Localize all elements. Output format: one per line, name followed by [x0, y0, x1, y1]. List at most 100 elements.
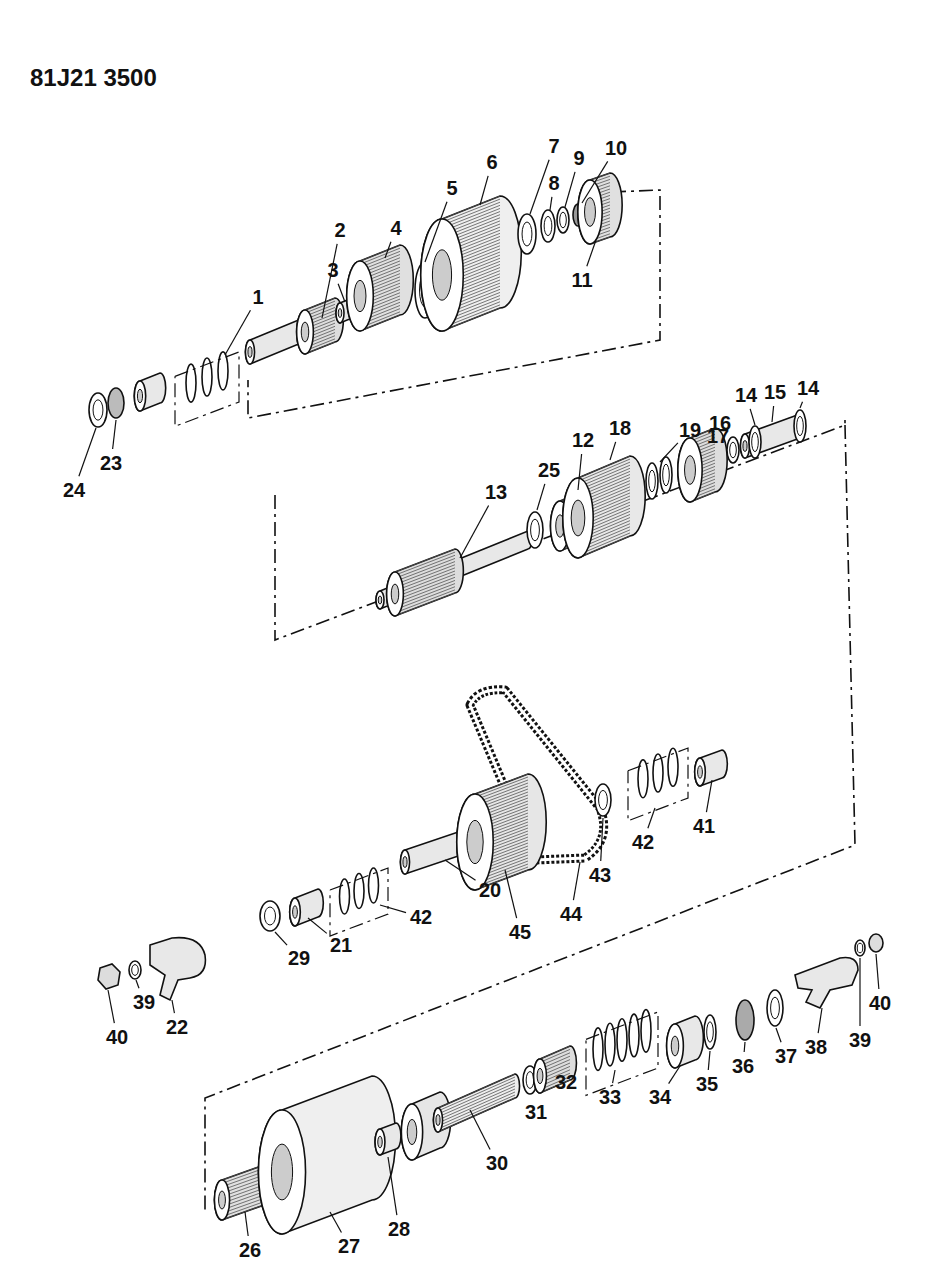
- callout-number: 6: [486, 152, 497, 172]
- cylinder-part: [667, 1016, 704, 1068]
- leader-line: [480, 176, 488, 205]
- callout-number: 22: [166, 1017, 188, 1037]
- cylinder-end: [375, 1129, 385, 1155]
- ring-part: [749, 426, 761, 458]
- callout-number: 31: [525, 1102, 547, 1122]
- callout-number: 39: [133, 992, 155, 1012]
- gear-teeth: [442, 196, 500, 219]
- leader-line: [308, 918, 327, 933]
- ring-part: [522, 222, 532, 246]
- cylinder-bore: [378, 1136, 382, 1148]
- ring-part: [855, 940, 865, 956]
- group-boundary: [586, 1012, 658, 1095]
- ring-part: [767, 990, 783, 1026]
- callout-number: 27: [338, 1236, 360, 1256]
- seal-ring: [218, 352, 228, 390]
- leader-line: [225, 310, 250, 355]
- seal-ring: [186, 364, 196, 402]
- cylinder-end: [258, 1110, 305, 1234]
- ring-part: [260, 901, 280, 931]
- callout-number: 38: [805, 1037, 827, 1057]
- callout-number: 40: [106, 1027, 128, 1047]
- leader-line: [275, 932, 287, 945]
- callout-number: 14: [735, 385, 757, 405]
- ring-part: [869, 934, 883, 952]
- callout-number: 36: [732, 1056, 754, 1076]
- cylinder-end: [457, 794, 493, 890]
- ring-part: [660, 457, 672, 493]
- cylinder-end: [245, 340, 254, 364]
- ring-part: [857, 943, 863, 953]
- leader-line: [172, 1000, 174, 1013]
- leader-line: [706, 780, 712, 812]
- cylinder-end: [401, 1104, 422, 1160]
- leader-line: [776, 1028, 781, 1042]
- leader-line: [708, 1051, 710, 1070]
- cylinder-end: [421, 219, 464, 331]
- leader-line: [744, 1042, 746, 1052]
- ring-part: [265, 907, 276, 925]
- callout-number: 29: [288, 948, 310, 968]
- drawing-number: 81J21 3500: [30, 66, 157, 90]
- cylinder-part: [457, 774, 546, 890]
- leader-line: [245, 1212, 248, 1236]
- cylinder-bore: [293, 906, 298, 919]
- cylinder-bore: [354, 280, 366, 312]
- nut: [98, 964, 120, 989]
- ring-part: [544, 216, 552, 235]
- cylinder-end: [400, 850, 409, 874]
- gear-teeth: [305, 298, 335, 310]
- group-boundary: [175, 352, 239, 426]
- cylinder-part: [258, 1076, 395, 1234]
- callout-number: 44: [560, 904, 582, 924]
- cylinder-end: [695, 758, 706, 786]
- callout-number: 21: [330, 935, 352, 955]
- ring-part: [557, 207, 569, 233]
- callout-number: 19: [679, 420, 701, 440]
- cylinder-end: [433, 1108, 442, 1132]
- leader-line: [380, 905, 406, 913]
- ring-part: [663, 464, 670, 486]
- callout-number: 37: [775, 1046, 797, 1066]
- leader-line: [470, 1110, 490, 1149]
- leader-line: [648, 808, 655, 828]
- ring-part: [527, 512, 543, 548]
- ring-part: [129, 961, 141, 979]
- gear-teeth: [475, 777, 528, 797]
- group-boundary: [330, 868, 388, 936]
- leader-line: [610, 442, 616, 460]
- cylinder-bore: [585, 198, 596, 227]
- callout-number: 13: [485, 482, 507, 502]
- seal-ring: [202, 358, 212, 396]
- callout-number: 24: [63, 480, 85, 500]
- callout-number: 9: [573, 148, 584, 168]
- leader-line: [660, 443, 678, 462]
- leader-line: [505, 870, 517, 918]
- ring-part: [649, 470, 656, 492]
- leader-line: [573, 862, 580, 900]
- leader-line: [601, 818, 603, 861]
- callout-number: 35: [696, 1074, 718, 1094]
- leader-line: [530, 160, 549, 214]
- cylinder-part: [563, 456, 645, 558]
- cylinder-end: [534, 1059, 547, 1093]
- leader-line: [578, 454, 582, 490]
- callout-number: 14: [797, 378, 819, 398]
- callout-number: 45: [509, 922, 531, 942]
- leader-line: [537, 484, 545, 510]
- callout-number: 12: [572, 430, 594, 450]
- ring-part: [526, 1072, 534, 1089]
- callout-number: 23: [100, 453, 122, 473]
- seal-ring: [369, 868, 379, 903]
- yoke: [795, 958, 858, 1009]
- ring-part: [560, 212, 567, 228]
- callout-number: 20: [479, 880, 501, 900]
- callout-number: 8: [548, 173, 559, 193]
- gear-teeth: [540, 1046, 570, 1059]
- ring-part: [736, 1000, 754, 1040]
- seal-ring: [641, 1010, 651, 1053]
- leader-line: [859, 958, 860, 1026]
- cylinder-end: [347, 261, 374, 331]
- cylinder-bore: [338, 309, 342, 318]
